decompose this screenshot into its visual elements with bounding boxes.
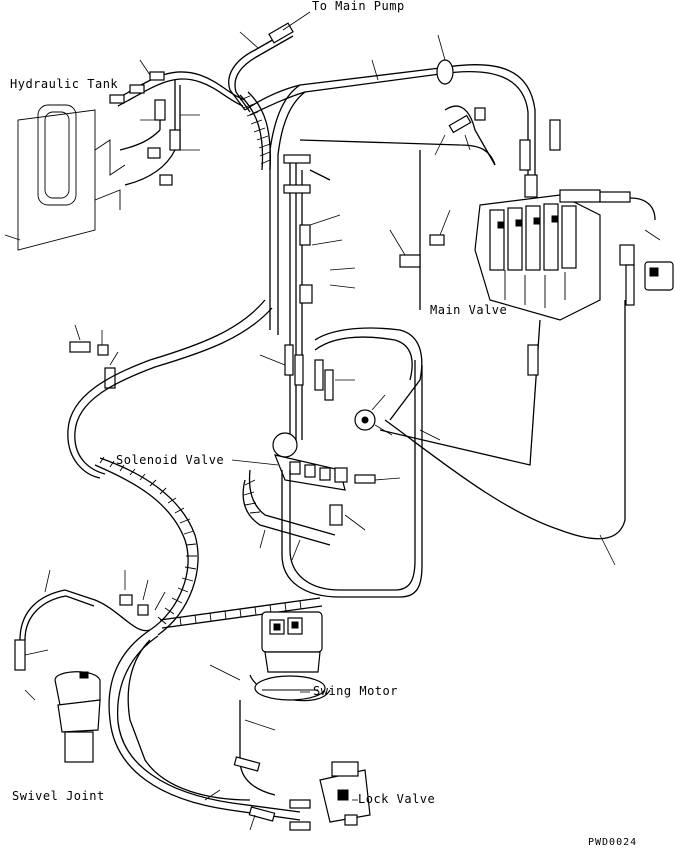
label-solenoid-valve: Solenoid Valve (116, 453, 224, 467)
right-side-component (619, 229, 674, 306)
main-valve-lines (299, 105, 626, 566)
pump-line (228, 11, 311, 113)
lower-hoses (108, 629, 301, 831)
tank-fittings (109, 59, 200, 186)
swing-motor-hoses (242, 360, 423, 598)
label-to-main-pump: To Main Pump (312, 0, 405, 13)
swivel-joint (14, 569, 151, 763)
drawing-code: PWD0024 (588, 837, 637, 848)
center-top-fittings (389, 107, 486, 268)
spiral-wrap-lower (94, 456, 199, 636)
swivel-fittings (119, 570, 166, 616)
label-swivel-joint: Swivel Joint (12, 789, 105, 803)
spiral-wrap-horizontal (159, 597, 323, 629)
swing-motor (209, 611, 331, 731)
spiral-wrap-upper (239, 91, 271, 171)
label-swing-motor: Swing Motor (313, 684, 398, 698)
lock-valve (289, 761, 371, 831)
center-clamp (259, 344, 393, 436)
label-lock-valve: Lock Valve (358, 792, 435, 806)
main-valve (474, 119, 656, 376)
solenoid-valve (231, 432, 401, 531)
center-hose-bundle (283, 154, 356, 450)
hydraulic-tank (4, 104, 126, 251)
left-loop-hose (67, 299, 273, 479)
label-hydraulic-tank: Hydraulic Tank (10, 77, 118, 91)
left-fittings (69, 324, 119, 389)
label-main-valve: Main Valve (430, 303, 507, 317)
